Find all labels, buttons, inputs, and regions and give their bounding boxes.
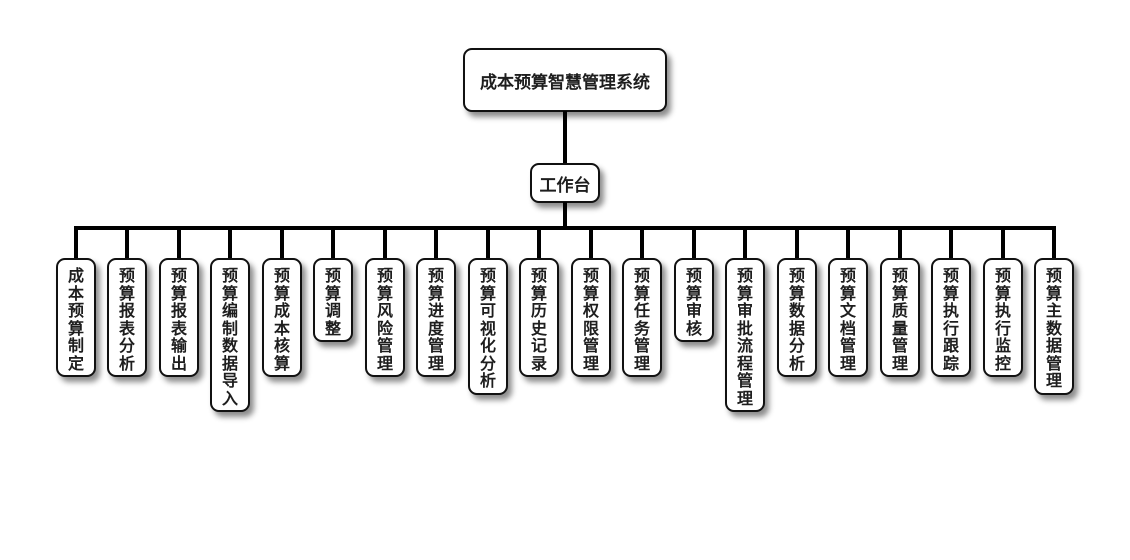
child-node-label: 预算质量管理 <box>891 266 908 373</box>
child-node: 预算历史记录 <box>519 258 559 377</box>
child-node-label: 预算文档管理 <box>839 266 856 373</box>
child-node-label: 预算审核 <box>685 266 702 338</box>
connector-drop <box>1001 228 1005 259</box>
child-node-label: 预算执行跟踪 <box>942 266 959 373</box>
connector-drop <box>125 228 129 259</box>
connector-drop <box>228 228 232 259</box>
child-node-label: 预算报表分析 <box>118 266 135 373</box>
child-node-label: 预算历史记录 <box>530 266 547 373</box>
connector-drop <box>177 228 181 259</box>
child-node: 预算数据分析 <box>777 258 817 377</box>
child-node-label: 预算主数据管理 <box>1045 266 1062 390</box>
connector-drop <box>383 228 387 259</box>
child-node: 预算质量管理 <box>880 258 920 377</box>
connector-drop <box>692 228 696 259</box>
connector-drop <box>74 228 78 259</box>
root-node-label: 成本预算智慧管理系统 <box>480 72 650 93</box>
connector-drop <box>640 228 644 259</box>
child-node: 预算执行监控 <box>983 258 1023 377</box>
child-node-label: 预算任务管理 <box>633 266 650 373</box>
connector-drop <box>846 228 850 259</box>
child-node: 预算报表分析 <box>107 258 147 377</box>
connector-drop <box>949 228 953 259</box>
connector-drop <box>434 228 438 259</box>
child-node: 预算执行跟踪 <box>931 258 971 377</box>
connector-drop <box>1052 228 1056 259</box>
root-node: 成本预算智慧管理系统 <box>463 48 667 112</box>
child-node-label: 预算执行监控 <box>994 266 1011 373</box>
connector-drop <box>795 228 799 259</box>
child-node: 预算文档管理 <box>828 258 868 377</box>
child-node-label: 预算数据分析 <box>788 266 805 373</box>
child-node-label: 预算报表输出 <box>170 266 187 373</box>
child-node: 预算成本核算 <box>262 258 302 377</box>
child-node-label: 预算进度管理 <box>427 266 444 373</box>
horizontal-bus-line <box>74 226 1056 230</box>
child-node: 预算主数据管理 <box>1034 258 1074 395</box>
child-node: 预算编制数据导入 <box>210 258 250 412</box>
child-node: 预算可视化分析 <box>468 258 508 395</box>
hub-node-label: 工作台 <box>539 175 591 196</box>
child-node: 预算进度管理 <box>416 258 456 377</box>
child-node: 预算调整 <box>313 258 353 342</box>
connector-drop <box>537 228 541 259</box>
child-node: 预算审批流程管理 <box>725 258 765 412</box>
connector-drop <box>280 228 284 259</box>
connector-drop <box>898 228 902 259</box>
child-node-label: 预算审批流程管理 <box>736 266 753 408</box>
child-node-label: 预算权限管理 <box>582 266 599 373</box>
child-node-label: 预算风险管理 <box>376 266 393 373</box>
child-node-label: 预算调整 <box>324 266 341 338</box>
hub-node: 工作台 <box>530 163 600 203</box>
child-node: 成本预算制定 <box>56 258 96 377</box>
connector-hub-to-bus <box>563 202 567 229</box>
connector-drop <box>331 228 335 259</box>
connector-drop <box>486 228 490 259</box>
connector-root-to-hub <box>563 111 567 164</box>
child-node-label: 预算可视化分析 <box>479 266 496 390</box>
child-node: 预算风险管理 <box>365 258 405 377</box>
child-node: 预算报表输出 <box>159 258 199 377</box>
child-node-label: 预算编制数据导入 <box>221 266 238 408</box>
child-node: 预算任务管理 <box>622 258 662 377</box>
child-node: 预算权限管理 <box>571 258 611 377</box>
connector-drop <box>743 228 747 259</box>
connector-drop <box>589 228 593 259</box>
child-node-label: 成本预算制定 <box>67 266 84 373</box>
child-node-label: 预算成本核算 <box>273 266 290 373</box>
child-node: 预算审核 <box>674 258 714 342</box>
